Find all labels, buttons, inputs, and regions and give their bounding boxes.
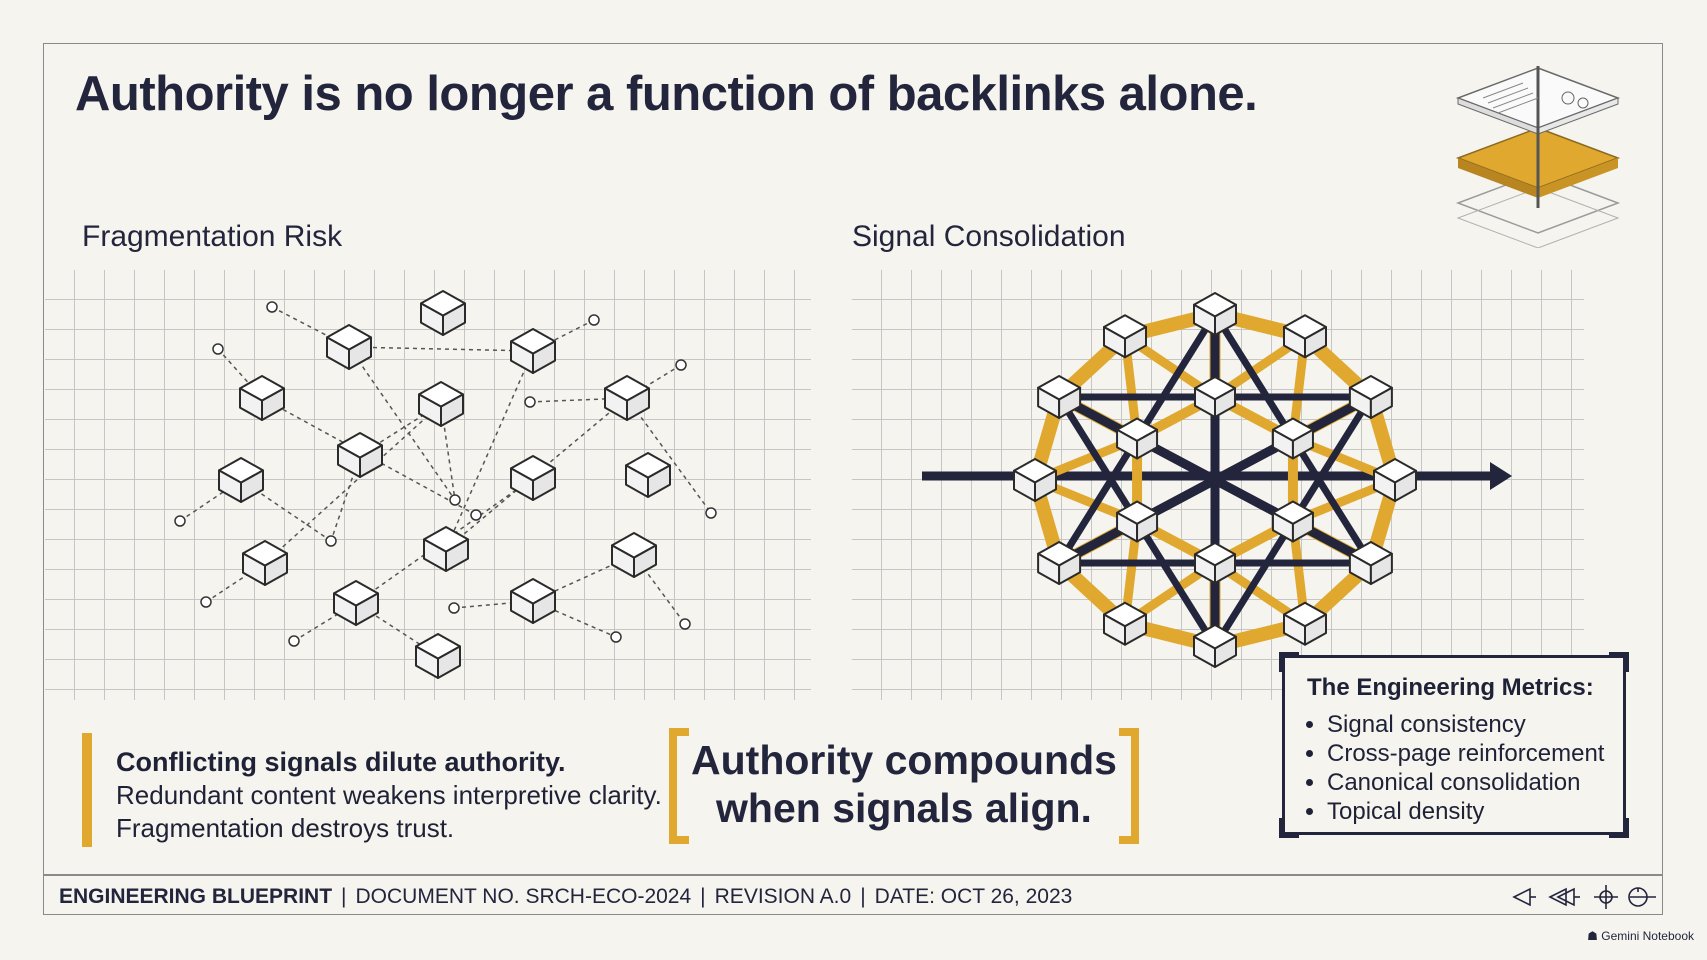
footer-blueprint: ENGINEERING BLUEPRINT	[59, 885, 333, 908]
endpoint-node	[470, 509, 482, 521]
authority-quote: Authority compounds when signals align.	[669, 728, 1139, 844]
prev-icon[interactable]	[1512, 887, 1536, 907]
endpoint-node	[325, 535, 337, 547]
quote-line-1: Authority compounds	[691, 737, 1117, 783]
node-cube	[1283, 601, 1327, 646]
endpoint-node	[288, 635, 300, 647]
quote-bracket-left	[669, 728, 689, 844]
quote-bracket-right	[1119, 728, 1139, 844]
node-cube	[510, 328, 556, 374]
node-cube	[242, 540, 288, 586]
node-cube	[326, 324, 372, 370]
endpoint-node	[524, 396, 536, 408]
node-cube	[510, 578, 556, 624]
metric-item: Canonical consolidation	[1327, 768, 1623, 797]
node-cube	[1271, 417, 1314, 460]
dashed-link	[532, 600, 617, 638]
dashed-link	[217, 348, 263, 399]
dashed-link	[264, 403, 442, 564]
node-cube	[1103, 601, 1147, 646]
node-cube	[337, 432, 383, 478]
page-title: Authority is no longer a function of bac…	[75, 67, 1258, 121]
node-cube	[1194, 542, 1236, 584]
target-icon[interactable]	[1628, 887, 1656, 907]
node-cube	[625, 452, 671, 498]
node-cube	[239, 375, 285, 421]
endpoint-node	[675, 359, 687, 371]
rewind-icon[interactable]	[1548, 887, 1580, 907]
endpoint-node	[449, 494, 461, 506]
notebook-icon: ☗	[1587, 929, 1598, 943]
callout-line-1: Redundant content weakens interpretive c…	[116, 780, 662, 810]
callout-heading: Conflicting signals dilute authority.	[116, 747, 566, 777]
metrics-title: The Engineering Metrics:	[1307, 674, 1594, 701]
metric-item: Topical density	[1327, 797, 1623, 826]
node-cube	[1193, 292, 1237, 336]
dashed-link	[626, 364, 682, 399]
dashed-link	[445, 350, 534, 550]
footer-bar: ENGINEERING BLUEPRINT|DOCUMENT NO. SRCH-…	[59, 885, 1073, 908]
node-cube	[1116, 417, 1159, 460]
node-cube	[1103, 314, 1147, 359]
node-cube	[218, 457, 264, 503]
node-cube	[1116, 500, 1159, 543]
footer-document: DOCUMENT NO. SRCH-ECO-2024	[355, 885, 692, 908]
brand-watermark: ☗ Gemini Notebook	[1587, 929, 1694, 943]
dashed-link	[330, 454, 361, 542]
node-cube	[418, 381, 464, 427]
node-cube	[333, 580, 379, 626]
node-cube	[604, 375, 650, 421]
dashed-link	[633, 554, 686, 625]
endpoint-node	[212, 343, 224, 355]
node-cube	[1348, 375, 1393, 419]
node-cube	[1194, 376, 1236, 418]
endpoint-node	[448, 602, 460, 614]
footer-divider	[43, 874, 1663, 876]
brand-label: Gemini Notebook	[1601, 929, 1694, 943]
metric-item: Cross-page reinforcement	[1327, 739, 1623, 768]
node-cube	[1271, 500, 1314, 543]
endpoint-node	[679, 618, 691, 630]
endpoint-node	[588, 314, 600, 326]
flow-arrow-head	[1490, 462, 1512, 490]
engineering-metrics-box: The Engineering Metrics: Signal consiste…	[1279, 652, 1629, 838]
dashed-link	[348, 346, 534, 352]
blueprint-frame	[43, 43, 1663, 915]
node-cube	[1193, 624, 1237, 668]
node-cube	[415, 633, 461, 679]
node-cube	[1283, 314, 1327, 359]
node-cube	[611, 532, 657, 578]
layered-stack-illustration	[1455, 66, 1621, 248]
crosshair-icon[interactable]	[1594, 885, 1618, 909]
nav-icon-group	[1512, 885, 1656, 909]
dashed-link	[626, 397, 712, 514]
node-cube	[1037, 375, 1082, 419]
endpoint-node	[705, 507, 717, 519]
dashed-link	[348, 346, 456, 501]
node-cube	[1348, 541, 1393, 585]
footer-revision: REVISION A.0	[714, 885, 852, 908]
endpoint-node	[174, 515, 186, 527]
callout-line-2: Fragmentation destroys trust.	[116, 813, 455, 843]
conflicting-signals-callout: Conflicting signals dilute authority. Re…	[82, 733, 682, 847]
metric-item: Signal consistency	[1327, 710, 1623, 739]
node-cube	[1013, 458, 1057, 502]
quote-line-2: when signals align.	[716, 785, 1092, 831]
node-cube	[510, 455, 556, 501]
endpoint-node	[200, 596, 212, 608]
node-cube	[423, 526, 469, 572]
node-cube	[1037, 541, 1082, 585]
signal-consolidation-label: Signal Consolidation	[852, 220, 1126, 253]
fragmentation-risk-label: Fragmentation Risk	[82, 220, 343, 253]
endpoint-node	[266, 301, 278, 313]
node-cube	[1373, 458, 1417, 502]
endpoint-node	[610, 631, 622, 643]
node-cube	[420, 290, 466, 336]
footer-date: DATE: OCT 26, 2023	[874, 885, 1073, 908]
